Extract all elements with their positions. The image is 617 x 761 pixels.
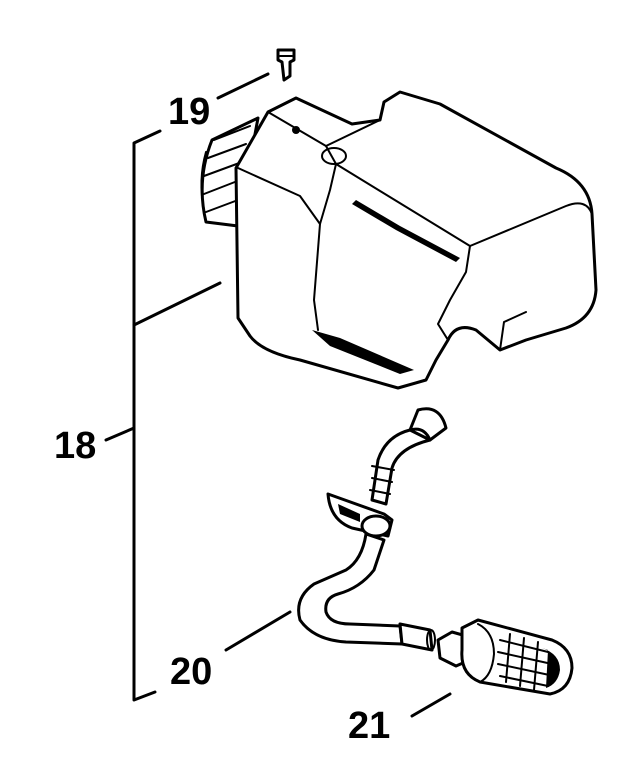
callout-20: 20 [170, 651, 212, 693]
assembly-bracket [104, 129, 222, 702]
leader-19 [216, 72, 270, 100]
leader-21 [410, 692, 452, 718]
callout-19: 19 [168, 91, 210, 133]
leader-20 [224, 610, 292, 652]
callout-18: 18 [54, 425, 96, 467]
filler-neck [200, 116, 260, 228]
pickup-filter [436, 618, 574, 696]
fuel-hose [297, 407, 448, 652]
vent-valve [276, 48, 296, 82]
fuel-tank [200, 90, 598, 390]
callout-21: 21 [348, 705, 390, 747]
